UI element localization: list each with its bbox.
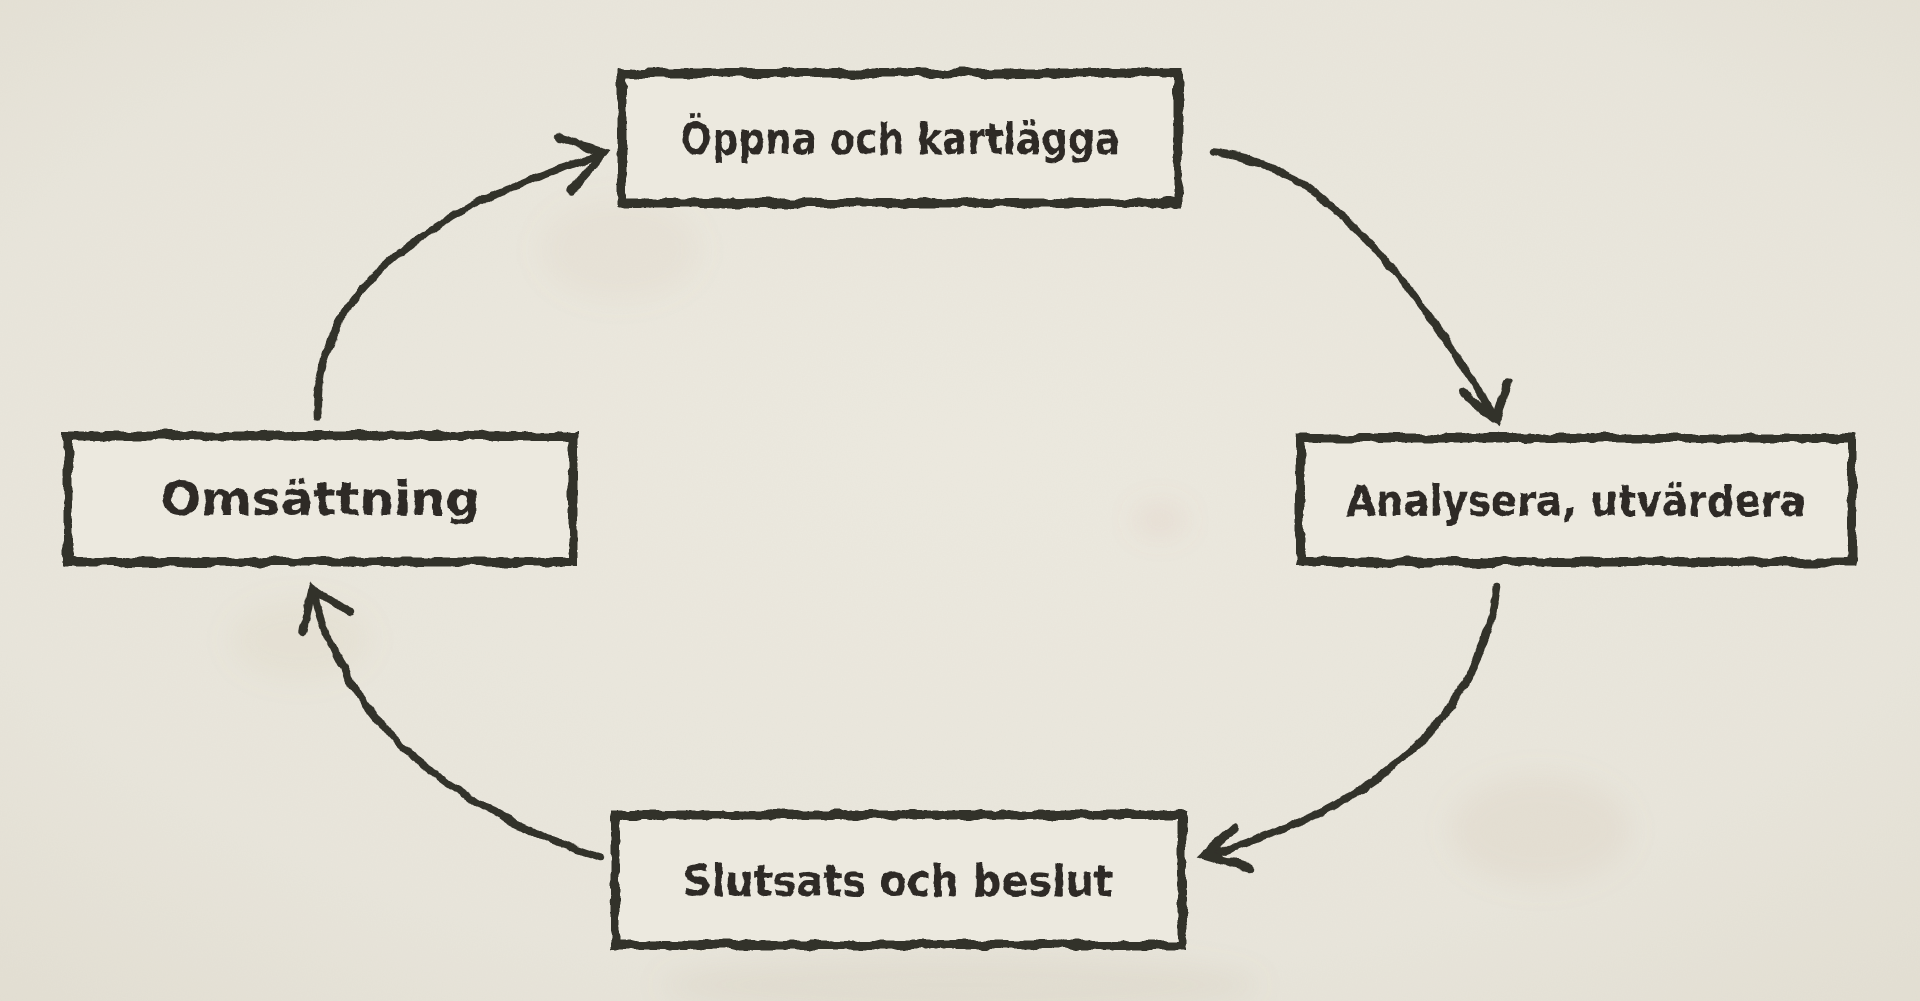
arrow-analysera-to-slutsats [1196, 584, 1501, 873]
node-label-oppna: Öppna och kartlägga [680, 112, 1120, 165]
node-label-slutsats: Slutsats och beslut [683, 856, 1113, 907]
arrow-slutsats-to-omsattning [298, 581, 604, 861]
node-label-analysera: Analysera, utvärdera [1346, 476, 1806, 527]
node-box-analysera [1295, 433, 1857, 567]
node-box-slutsats [610, 810, 1187, 950]
node-box-oppna [617, 68, 1183, 208]
arrow-oppna-to-analysera [1208, 148, 1513, 428]
paper-stains [230, 200, 1630, 1001]
arrowhead [553, 133, 612, 195]
node-box-omsattning [63, 431, 578, 567]
arrowhead [298, 581, 355, 637]
arrowhead [1196, 822, 1255, 873]
arrowhead [1458, 377, 1513, 428]
node-label-omsattning: Omsättning [160, 472, 480, 526]
arrow-omsattning-to-oppna [313, 133, 612, 422]
